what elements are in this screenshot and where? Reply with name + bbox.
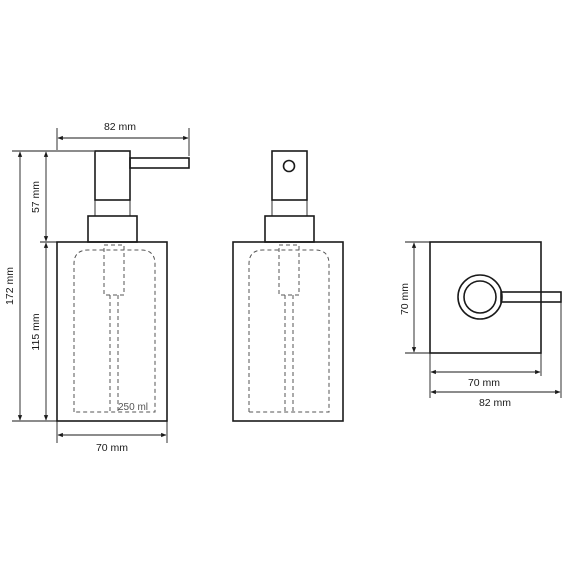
front-collar	[87, 215, 138, 243]
front-view: 250 ml 82 mm 70 mm 172 mm 57 mm 115 mm	[4, 121, 190, 454]
side-dip-tube	[278, 244, 300, 296]
top-width-outer-label: 82 mm	[479, 397, 511, 409]
capacity-label: 250 ml	[118, 402, 148, 413]
front-width-top-label: 82 mm	[104, 121, 136, 133]
front-height-body-label: 115 mm	[30, 313, 42, 350]
front-inner-container	[73, 249, 156, 413]
top-nozzle	[500, 291, 562, 303]
top-pump-inner	[463, 280, 497, 314]
top-pump-outer	[457, 274, 503, 320]
front-height-total-label: 172 mm	[4, 267, 16, 305]
top-depth-label: 70 mm	[399, 283, 411, 315]
front-dip-tube	[103, 244, 125, 296]
top-view: 70 mm 70 mm 82 mm	[399, 241, 562, 409]
side-pump-head	[271, 150, 308, 201]
side-inner-container	[248, 249, 330, 413]
front-height-pump-label: 57 mm	[30, 181, 42, 213]
side-view	[232, 150, 344, 422]
front-nozzle	[129, 157, 190, 169]
side-body	[232, 241, 344, 422]
front-width-bottom-label: 70 mm	[96, 442, 128, 454]
side-nozzle-hole	[282, 159, 296, 173]
front-pump-head	[94, 150, 131, 201]
side-collar	[264, 215, 315, 243]
top-width-inner-label: 70 mm	[468, 377, 500, 389]
front-body	[56, 241, 168, 422]
top-body	[429, 241, 542, 354]
